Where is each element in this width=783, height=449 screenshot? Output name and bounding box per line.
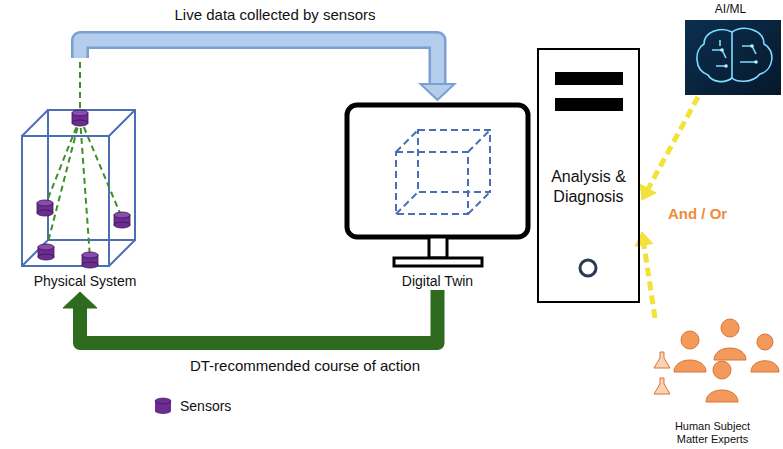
node-label: Human Subject Matter Experts [663,420,763,446]
legend-label: Sensors [180,398,231,415]
sensors [37,110,130,268]
edge-label: DT-recommended course of action [165,357,445,374]
experts-icon [654,319,779,402]
data-flow-arrow [80,40,455,100]
physical-cube [22,110,135,266]
experts-node: Human Subject Matter Experts [645,318,780,446]
action-arrow [63,290,438,343]
arrow-outline [80,40,438,84]
arrowhead [640,184,656,200]
server-box: Analysis & Diagnosis [537,48,640,303]
sensor-links [45,58,122,258]
arrowhead [635,232,653,246]
twin-node: Digital Twin [340,100,535,290]
system-node: Physical System [15,58,155,290]
arrow-body [80,290,438,343]
legend-swatch [152,396,174,416]
brain-icon [685,20,781,95]
node-label: Analysis & Diagnosis [543,167,634,205]
arrow-body [648,97,698,189]
node-label: Digital Twin [402,273,473,290]
ai-node: AI/ML [680,2,781,97]
arrow-body [644,245,655,318]
arrowhead [63,292,97,308]
arrowhead [421,84,455,100]
node-label: AI/ML [715,2,746,16]
connector-note: And / Or [668,205,727,222]
legend-entry: Sensors [152,396,231,416]
node-label: Physical System [34,273,137,290]
edge-label: Live data collected by sensors [140,6,410,23]
monitor [347,105,528,266]
arrow-body [80,40,438,84]
input-arrow [640,97,698,200]
